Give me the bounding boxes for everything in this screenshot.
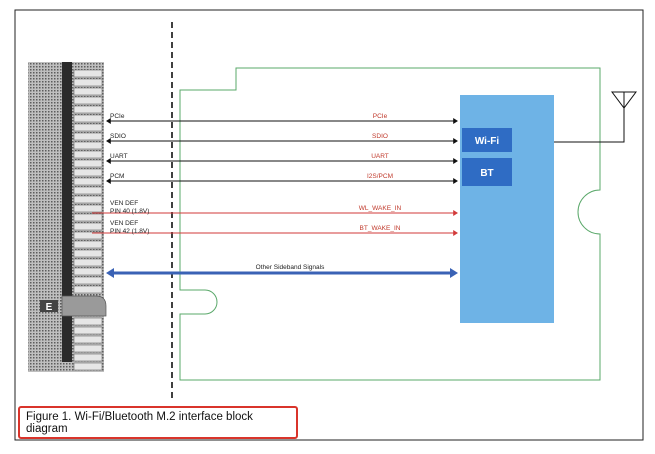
connector-pin	[73, 69, 103, 78]
connector-pin	[73, 258, 103, 267]
connector-pin	[73, 326, 103, 335]
signal-left-label: VEN DEF	[110, 220, 138, 227]
signal-left-label: PCIe	[110, 113, 125, 120]
arrow-head	[453, 118, 458, 124]
connector-pin	[73, 96, 103, 105]
arrow-head	[453, 230, 458, 236]
figure-caption-box: Figure 1. Wi-Fi/Bluetooth M.2 interface …	[18, 406, 298, 439]
bt-label: BT	[480, 168, 493, 179]
connector-pin	[73, 78, 103, 87]
connector-pin	[73, 123, 103, 132]
connector-pin	[73, 150, 103, 159]
connector-pin	[73, 177, 103, 186]
figure-caption: Figure 1. Wi-Fi/Bluetooth M.2 interface …	[26, 410, 253, 435]
bt-chip	[462, 158, 512, 186]
signal-right-label: WL_WAKE_IN	[359, 205, 402, 212]
connector-pin	[73, 168, 103, 177]
connector-pin	[73, 141, 103, 150]
connector-spine	[62, 62, 72, 362]
connector-pin	[73, 249, 103, 258]
connector-pin	[73, 267, 103, 276]
connector-pin	[73, 87, 103, 96]
arrow-head	[453, 158, 458, 164]
arrow-head	[106, 178, 111, 184]
arrow-head	[106, 118, 111, 124]
signal-right-label: SDIO	[372, 133, 388, 140]
signal-left-label: UART	[110, 153, 128, 160]
connector-pin	[73, 114, 103, 123]
connector-pin	[73, 105, 103, 114]
signal-left-label: VEN DEF	[110, 200, 138, 207]
connector-key-tab	[40, 300, 58, 312]
antenna-icon	[554, 91, 637, 143]
connector-pins	[73, 69, 103, 371]
arrow-head	[453, 178, 458, 184]
connector-pin	[73, 353, 103, 362]
connector-pin	[73, 285, 103, 294]
connector-pin	[73, 186, 103, 195]
connector-pin	[73, 222, 103, 231]
signal-right-label: PCIe	[373, 113, 388, 120]
signal-right-label: BT_WAKE_IN	[360, 225, 401, 232]
connector-pin	[73, 362, 103, 371]
arrow-head	[453, 138, 458, 144]
host-connector: E	[28, 62, 107, 372]
signal-left-label: PCM	[110, 173, 124, 180]
arrow-head	[453, 210, 458, 216]
connector-pin	[73, 231, 103, 240]
figure-frame	[14, 9, 644, 441]
connector-pin	[73, 204, 103, 213]
connector-key	[61, 295, 107, 317]
signal-left-label: SDIO	[110, 133, 126, 140]
signal-left-label: PIN 42 (1.8V)	[110, 228, 149, 235]
signal-left-label: PIN 40 (1.8V)	[110, 208, 149, 215]
arrow-head	[106, 138, 111, 144]
connector-pin	[73, 132, 103, 141]
arrow-head	[106, 268, 114, 278]
arrow-head	[106, 158, 111, 164]
signal-right-label: I2S/PCM	[367, 173, 393, 180]
connector-pin	[73, 317, 103, 326]
signal-right-label: UART	[371, 153, 389, 160]
connector-pin	[73, 240, 103, 249]
connector-pin	[73, 276, 103, 285]
arrow-head	[450, 268, 458, 278]
connector-pin	[73, 335, 103, 344]
connector-pin	[73, 195, 103, 204]
connector-pin	[73, 344, 103, 353]
signal-center-label: Other Sideband Signals	[256, 264, 325, 271]
m2-card-outline	[179, 67, 601, 381]
connector-key-letter: E	[46, 302, 53, 313]
wifi-chip	[462, 128, 512, 152]
wifi-label: Wi-Fi	[475, 136, 500, 147]
connector-pin	[73, 213, 103, 222]
connector-pin	[73, 159, 103, 168]
